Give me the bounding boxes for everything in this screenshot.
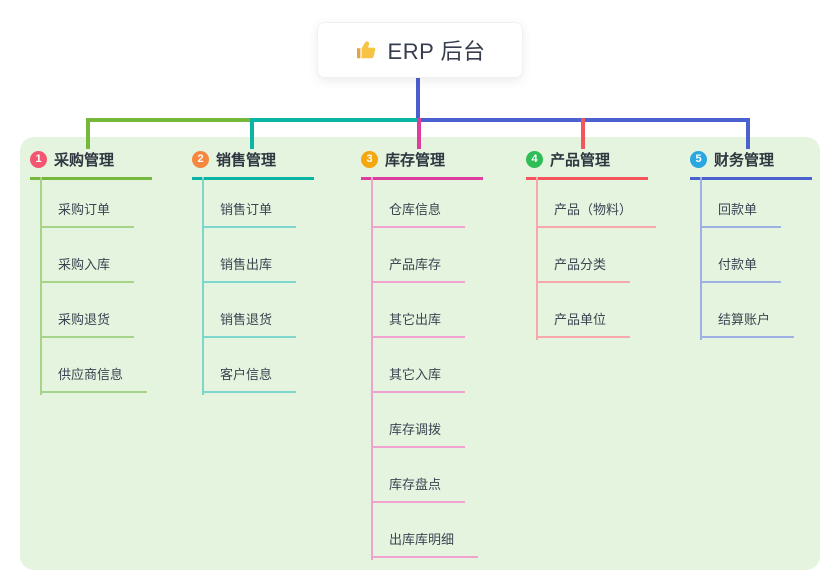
branch-title: 库存管理 <box>385 151 446 169</box>
list-item[interactable]: 其它出库 <box>371 283 478 338</box>
branch-underline <box>690 177 812 180</box>
list-item[interactable]: 出库库明细 <box>371 503 479 558</box>
connector-drop-purchase <box>86 118 90 149</box>
branch-number-badge: 4 <box>526 150 543 168</box>
branch-underline <box>526 177 648 180</box>
branch-number-badge: 1 <box>30 150 47 168</box>
root-title: ERP 后台 <box>387 39 486 64</box>
branch-number-badge: 3 <box>361 150 378 168</box>
branch-title: 财务管理 <box>714 151 775 169</box>
branch-sales: 2 销售管理 销售订单 销售出库 销售退货 客户信息 <box>192 148 342 395</box>
branch-number-badge: 5 <box>690 150 707 168</box>
branch-title: 产品管理 <box>550 151 611 169</box>
list-item[interactable]: 供应商信息 <box>40 338 148 393</box>
connector-drop-inventory <box>417 118 421 149</box>
branch-underline <box>361 177 483 180</box>
connector-segment-sales <box>252 118 419 122</box>
list-item[interactable]: 销售订单 <box>202 173 297 228</box>
connector-drop-sales <box>250 118 254 149</box>
branch-rail <box>700 177 702 340</box>
branch-inventory: 3 库存管理 仓库信息 产品库存 其它出库 其它入库 库存调拨 库存盘点 出库库… <box>361 148 511 560</box>
connector-drop-finance <box>746 118 750 149</box>
list-item[interactable]: 产品单位 <box>536 283 656 338</box>
list-item[interactable]: 采购入库 <box>40 228 147 283</box>
list-item[interactable]: 付款单 <box>700 228 794 283</box>
list-item[interactable]: 库存调拨 <box>371 393 478 448</box>
list-item[interactable]: 产品库存 <box>371 228 478 283</box>
branch-finance-header[interactable]: 5 财务管理 <box>690 148 839 170</box>
root-connector-line <box>416 78 420 120</box>
branch-purchase-header[interactable]: 1 采购管理 <box>30 148 180 170</box>
branch-product-header[interactable]: 4 产品管理 <box>526 148 676 170</box>
list-item[interactable]: 产品（物料） <box>536 173 657 228</box>
branch-finance: 5 财务管理 回款单 付款单 结算账户 <box>690 148 839 340</box>
connector-drop-product <box>581 118 585 149</box>
list-item[interactable]: 结算账户 <box>700 283 795 338</box>
branch-number-badge: 2 <box>192 150 209 168</box>
list-item[interactable]: 仓库信息 <box>371 173 478 228</box>
branch-rail <box>371 177 373 560</box>
branch-inventory-header[interactable]: 3 库存管理 <box>361 148 511 170</box>
list-item[interactable]: 销售出库 <box>202 228 297 283</box>
list-item[interactable]: 库存盘点 <box>371 448 478 503</box>
list-item[interactable]: 采购订单 <box>40 173 147 228</box>
root-node[interactable]: ERP 后台 <box>317 22 523 78</box>
connector-segment-purchase <box>86 118 254 122</box>
branch-title: 采购管理 <box>54 151 115 169</box>
mindmap-background-panel <box>20 137 820 570</box>
branch-underline <box>192 177 314 180</box>
branch-product: 4 产品管理 产品（物料） 产品分类 产品单位 <box>526 148 676 340</box>
branch-rail <box>536 177 538 340</box>
list-item[interactable]: 其它入库 <box>371 338 478 393</box>
branch-rail <box>202 177 204 395</box>
list-item[interactable]: 销售退货 <box>202 283 297 338</box>
thumbs-up-icon <box>355 38 379 62</box>
list-item[interactable]: 客户信息 <box>202 338 297 393</box>
branch-title: 销售管理 <box>216 151 277 169</box>
list-item[interactable]: 产品分类 <box>536 228 656 283</box>
branch-underline <box>30 177 152 180</box>
branch-rail <box>40 177 42 395</box>
branch-sales-header[interactable]: 2 销售管理 <box>192 148 342 170</box>
list-item[interactable]: 采购退货 <box>40 283 147 338</box>
branch-purchase: 1 采购管理 采购订单 采购入库 采购退货 供应商信息 <box>30 148 180 395</box>
list-item[interactable]: 回款单 <box>700 173 794 228</box>
